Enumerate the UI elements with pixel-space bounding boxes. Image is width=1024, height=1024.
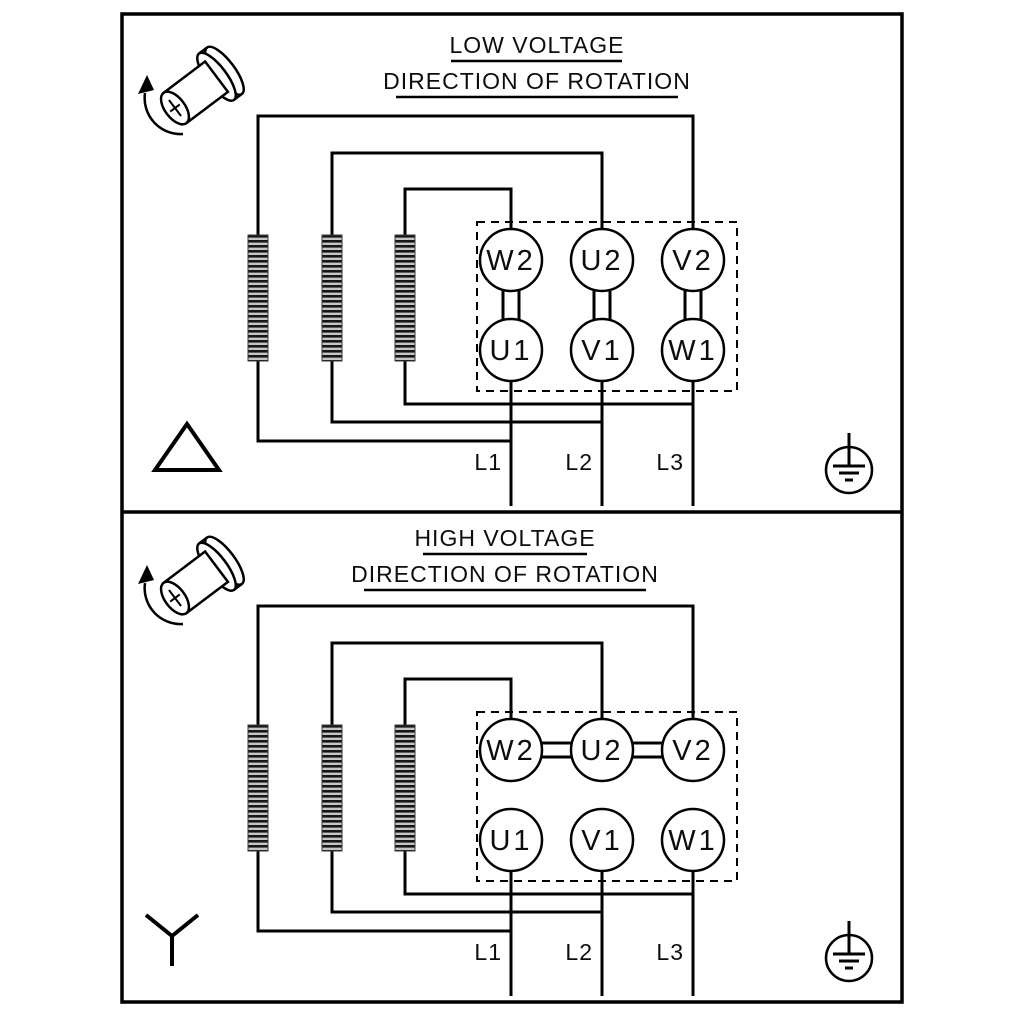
wire-coil3-to-w2 [403,677,513,750]
coil-2 [321,724,343,852]
rotation-arrow-arc [143,582,184,626]
terminal-label-u2: U2 [580,245,623,277]
earth-circle [824,933,874,983]
low-voltage-panel: LOW VOLTAGE DIRECTION OF ROTATION [138,32,874,506]
terminal-circle-u2 [569,717,635,783]
winding-coils [247,724,416,852]
supply-labels: L1 L2 L3 [474,939,684,965]
supply-labels: L1 L2 L3 [474,449,684,475]
terminal-label-w1: W1 [668,825,718,857]
terminal-circle-u1 [478,807,544,873]
terminal-circle-w1 [660,317,726,383]
supply-label-l1: L1 [474,449,502,475]
terminals: W2 U2 V2 U1 V1 W1 [478,227,726,383]
rotation-arrow-arc [143,92,184,136]
terminal-circle-u2 [569,227,635,293]
protective-earth-icon [824,921,874,983]
terminal-label-v2: V2 [672,245,713,277]
panel-subtitle: DIRECTION OF ROTATION [383,68,691,94]
wire-coil3-to-w1 [403,360,693,406]
coil-2 [321,234,343,362]
terminal-label-v2: V2 [672,735,713,767]
winding-wires [256,114,695,506]
terminal-label-v1: V1 [581,335,622,367]
terminals: W2 U2 V2 U1 V1 W1 [478,717,726,873]
wire-coil1-to-u1 [256,850,511,933]
delta-symbol-icon [151,420,223,472]
wire-coil1-to-v2 [256,114,695,260]
wire-coil2-to-u2 [330,151,604,260]
terminal-label-u1: U1 [489,825,532,857]
panel-subtitle: DIRECTION OF ROTATION [351,561,659,587]
panel-title: LOW VOLTAGE [449,32,624,58]
panel-title: HIGH VOLTAGE [414,525,595,551]
star-symbol-icon [144,913,200,966]
coil-1 [247,234,269,362]
wire-coil3-to-w2 [403,187,513,260]
supply-label-l1: L1 [474,939,502,965]
supply-label-l3: L3 [656,449,684,475]
terminal-circle-u1 [478,317,544,383]
terminal-circle-v2 [660,717,726,783]
shaft-rotation-icon [138,45,245,136]
winding-coils [247,234,416,362]
earth-circle [824,445,874,495]
diagram-border [120,12,904,1004]
terminal-circle-w2 [478,717,544,783]
terminal-circle-v1 [569,317,635,383]
terminal-label-u2: U2 [580,735,623,767]
supply-label-l3: L3 [656,939,684,965]
terminal-label-u1: U1 [489,335,532,367]
high-voltage-panel: HIGH VOLTAGE DIRECTION OF ROTATION [138,525,874,996]
protective-earth-icon [824,433,874,495]
rotation-arrowhead [138,75,154,94]
coil-3 [394,234,416,362]
terminal-box-outline [476,221,738,392]
wire-coil1-to-u1 [256,360,511,443]
terminal-circle-v2 [660,227,726,293]
terminal-label-v1: V1 [581,825,622,857]
terminal-circle-w1 [660,807,726,873]
terminal-circle-w2 [478,227,544,293]
winding-wires [256,604,695,996]
supply-label-l2: L2 [565,449,593,475]
terminal-label-w2: W2 [486,245,536,277]
supply-label-l2: L2 [565,939,593,965]
terminal-box-outline [476,711,738,882]
shaft-rotation-icon [138,535,245,626]
wire-coil3-to-w1 [403,850,693,896]
terminal-label-w1: W1 [668,335,718,367]
terminal-label-w2: W2 [486,735,536,767]
wire-coil1-to-v2 [256,604,695,750]
rotation-arrowhead [138,565,154,584]
wire-coil2-to-u2 [330,641,604,750]
coil-1 [247,724,269,852]
terminal-circle-v1 [569,807,635,873]
coil-3 [394,724,416,852]
